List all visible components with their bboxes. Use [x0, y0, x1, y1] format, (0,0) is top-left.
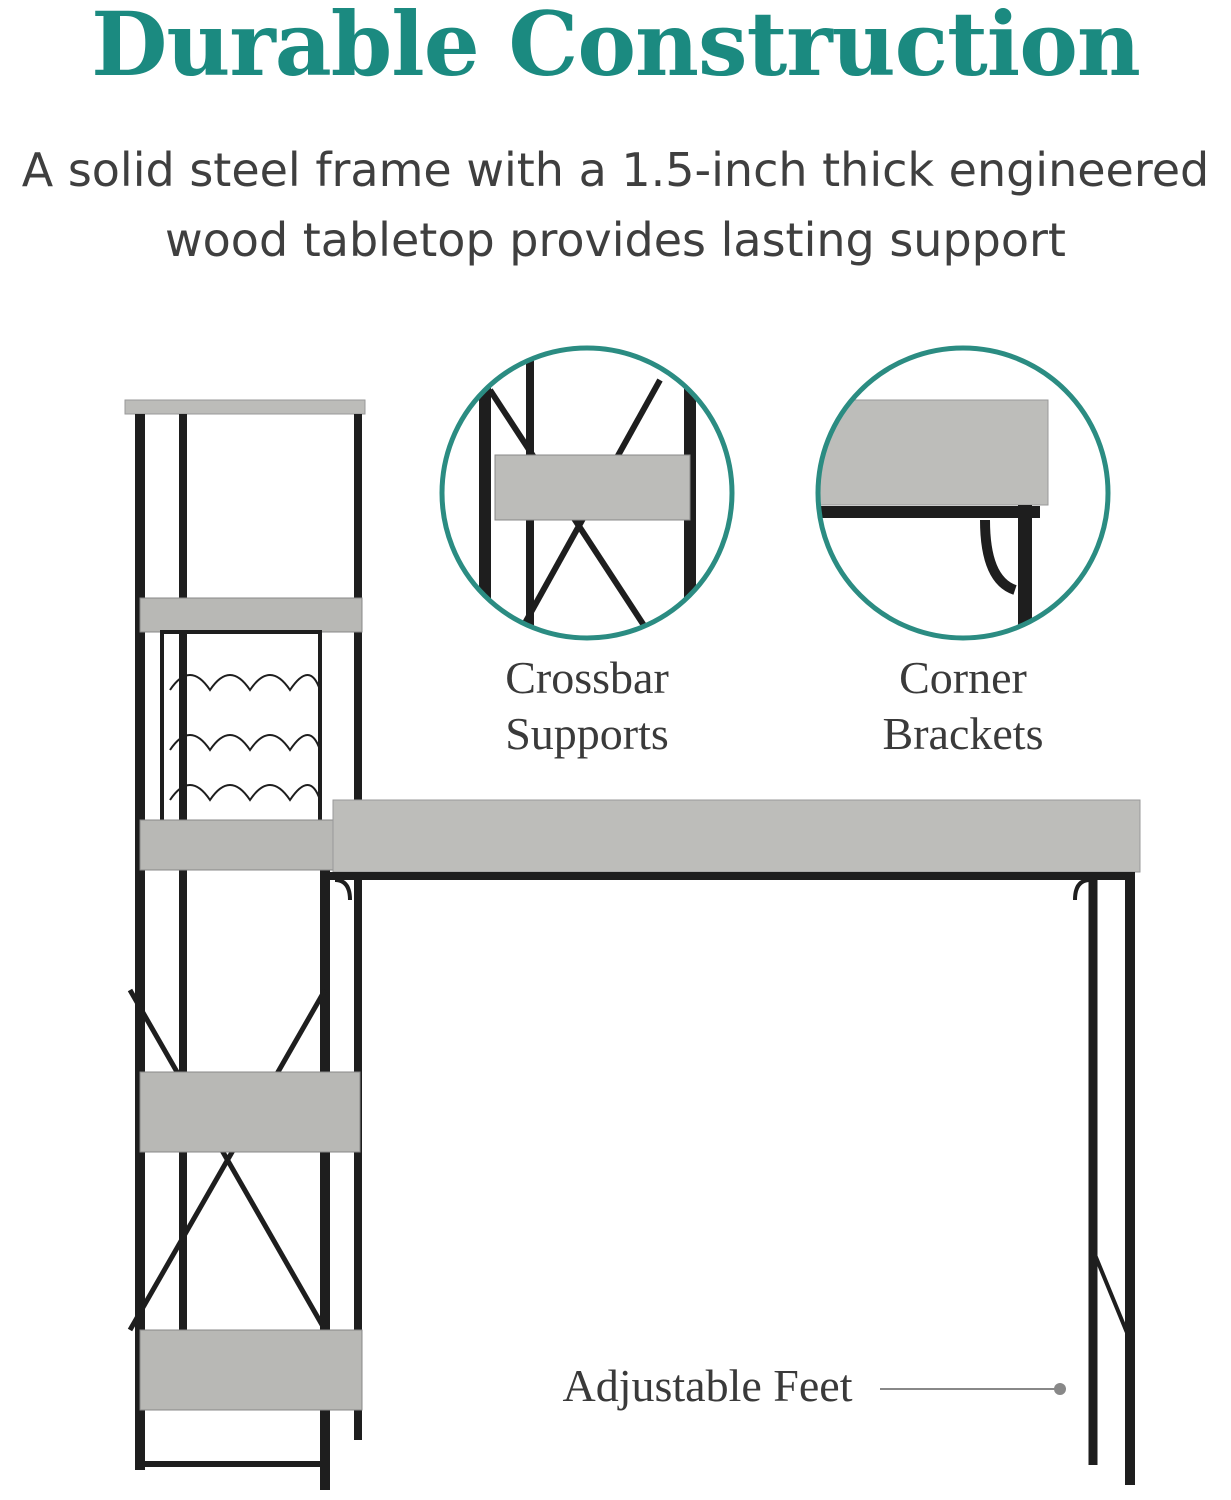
page-title: Durable Construction — [91, 0, 1141, 96]
subtitle: A solid steel frame with a 1.5-inch thic… — [0, 135, 1231, 275]
crossbar-label: Crossbar Supports — [460, 650, 714, 762]
crossbar-label-line1: Crossbar — [505, 652, 669, 703]
shelf-tower — [124, 399, 366, 1490]
corner-label-line1: Corner — [899, 652, 1027, 703]
subtitle-line-2: wood tabletop provides lasting support — [165, 213, 1066, 267]
feet-label: Adjustable Feet — [562, 1360, 853, 1411]
corner-detail-circle — [815, 345, 1111, 641]
desk-table — [325, 799, 1141, 1485]
feet-pointer-dot — [1054, 1383, 1066, 1395]
subtitle-line-1: A solid steel frame with a 1.5-inch thic… — [21, 143, 1210, 197]
crossbar-label-line2: Supports — [505, 708, 669, 759]
crossbar-detail-circle — [439, 345, 735, 641]
corner-label: Corner Brackets — [836, 650, 1090, 762]
corner-label-line2: Brackets — [882, 708, 1044, 759]
